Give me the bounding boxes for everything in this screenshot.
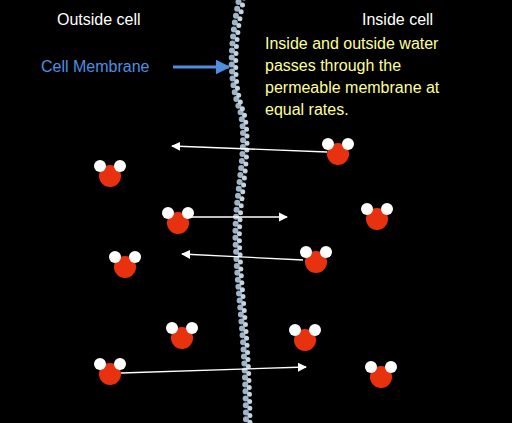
note-text: Inside and outside water passes through … xyxy=(265,33,463,121)
part-label: Cell Membrane xyxy=(41,57,176,77)
pointer-arrow xyxy=(173,66,229,69)
water-molecule xyxy=(94,358,126,385)
flow-arrow xyxy=(172,146,327,152)
flow-arrow xyxy=(121,367,306,373)
water-molecule xyxy=(109,251,141,278)
water-molecule xyxy=(300,246,332,273)
flow-arrow xyxy=(190,216,287,217)
water-molecule xyxy=(94,160,126,187)
water-molecule xyxy=(162,207,194,234)
region-label: Inside cell xyxy=(362,10,502,30)
region-label: Outside cell xyxy=(57,10,197,30)
membrane-beads xyxy=(236,0,250,423)
water-molecule xyxy=(361,203,393,230)
water-molecule xyxy=(289,324,321,351)
water-molecule xyxy=(322,138,354,165)
water-molecule xyxy=(365,361,397,388)
water-molecule xyxy=(166,322,198,349)
flow-arrow xyxy=(182,254,303,260)
